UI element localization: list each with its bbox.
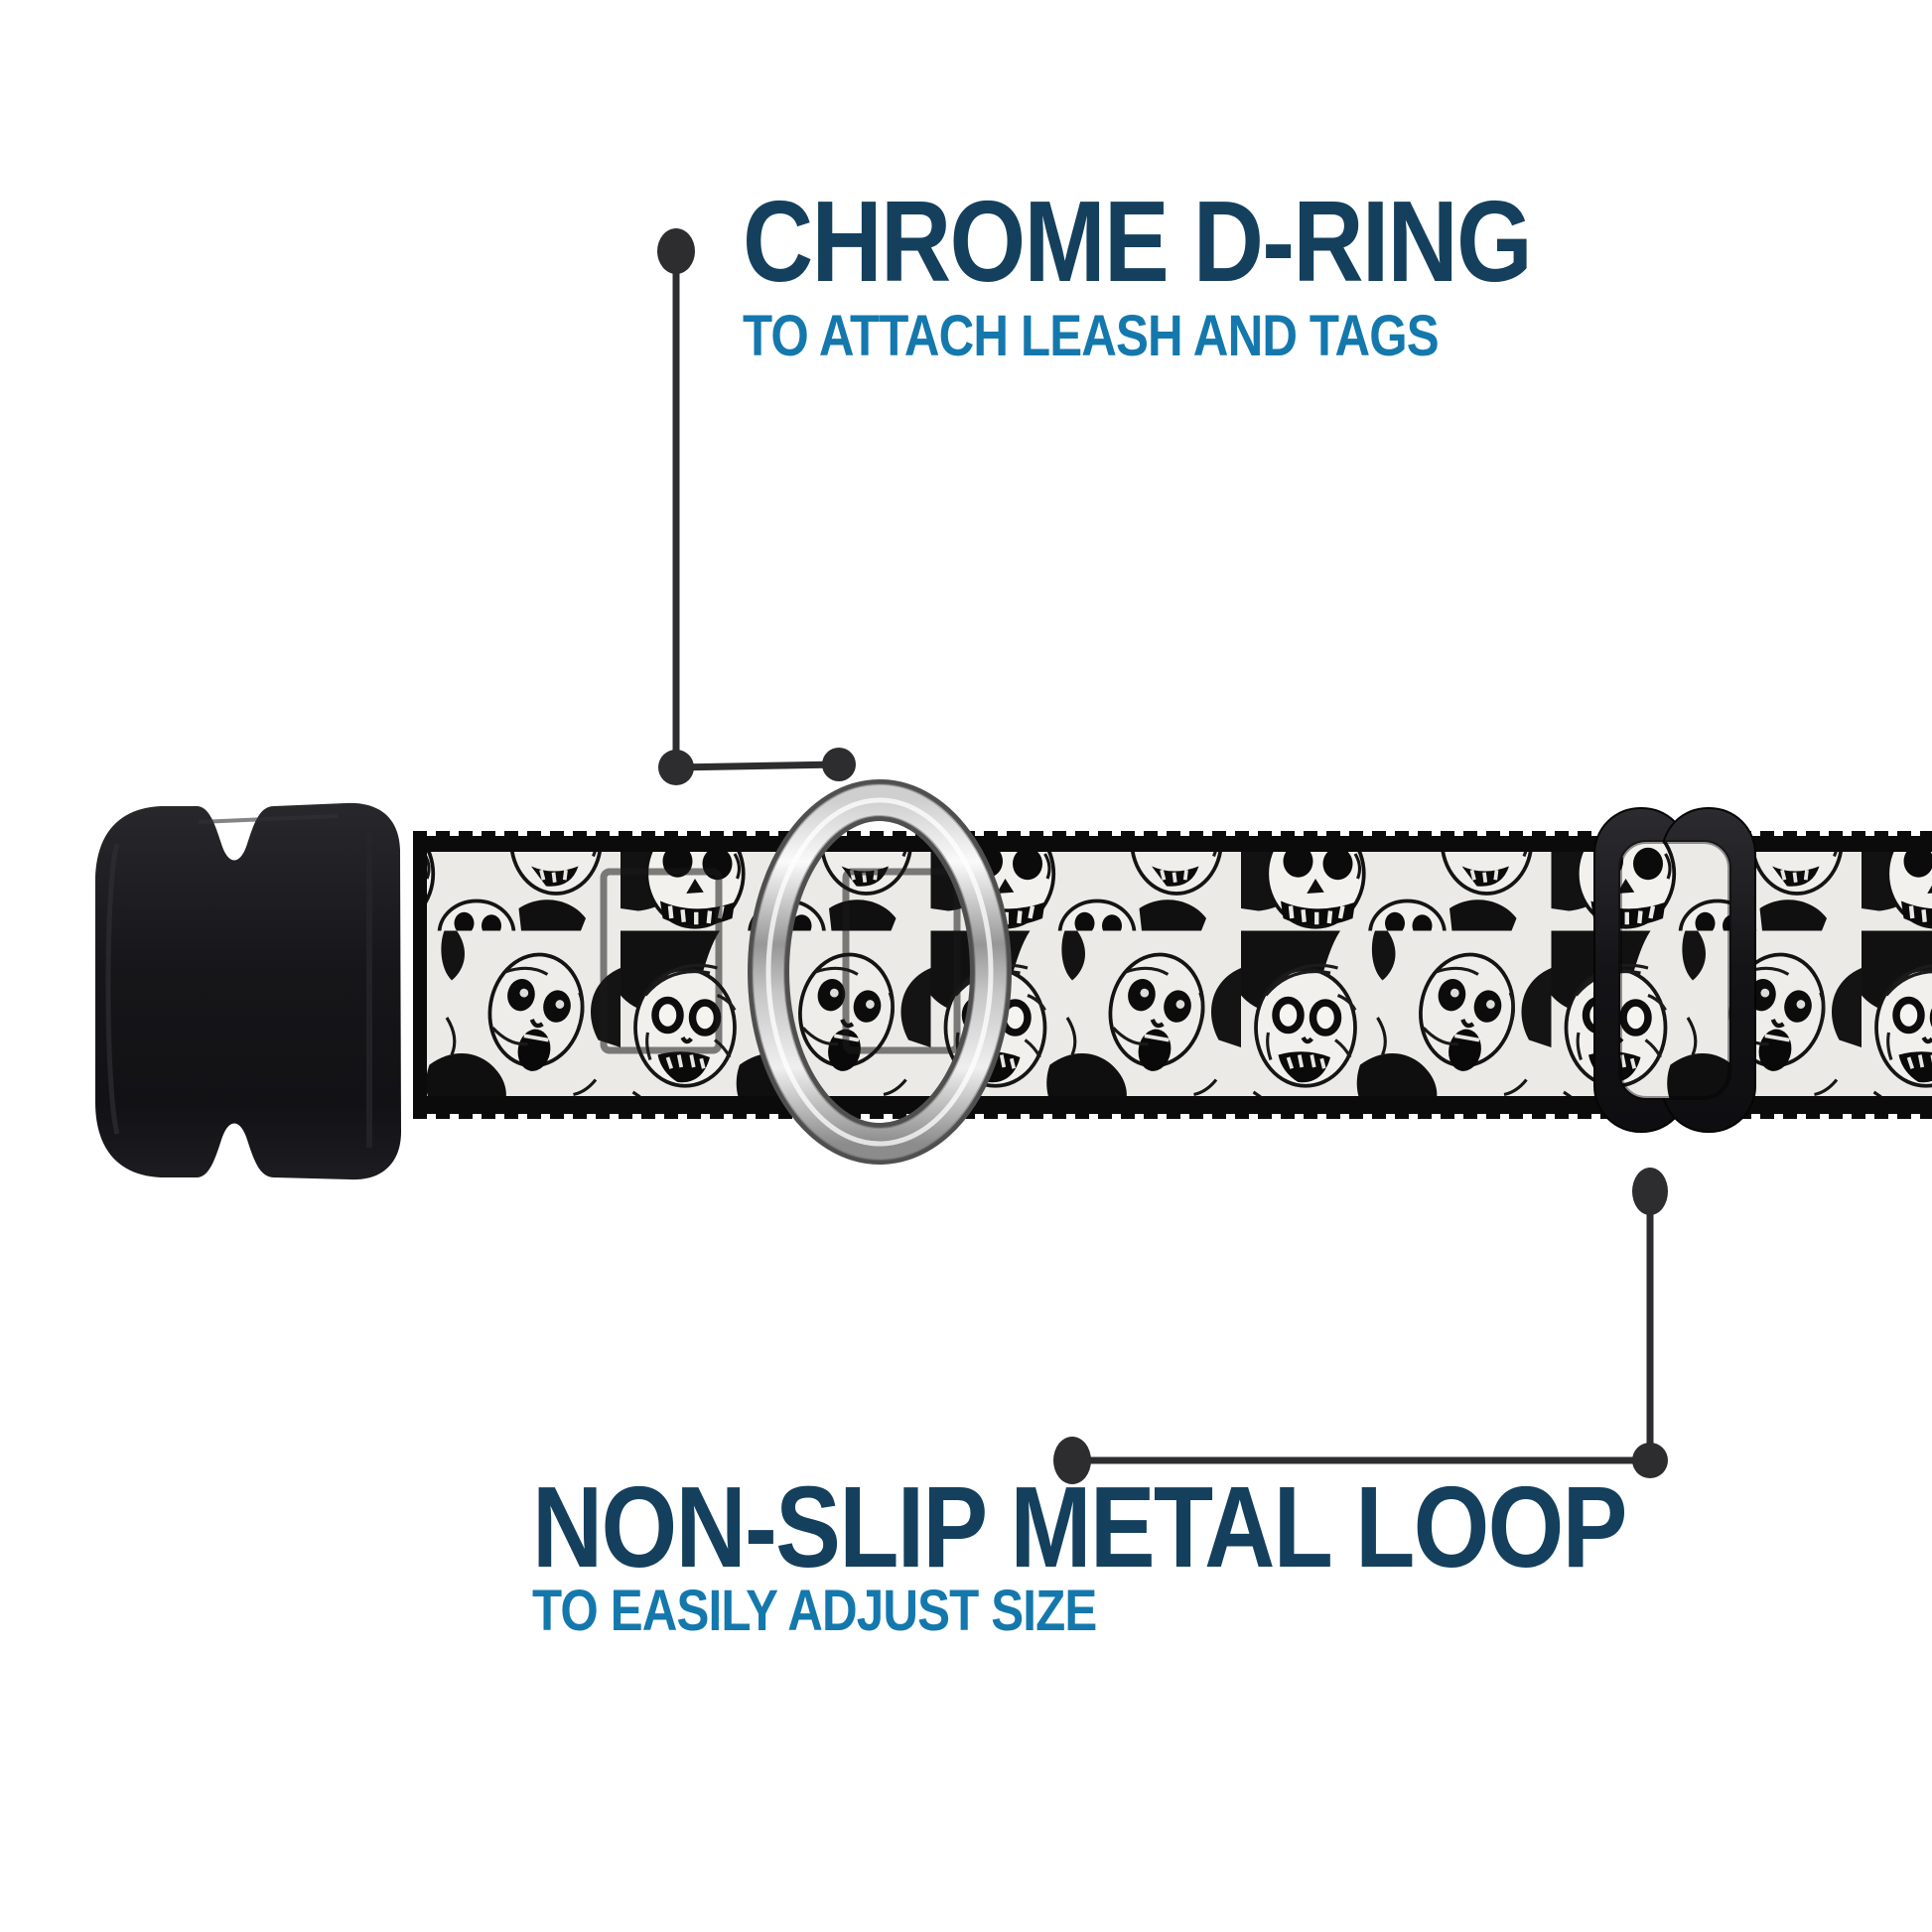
callout-subtitle-text: TO EASILY ADJUST SIZE [532, 1579, 1097, 1643]
buckle-highlight [198, 814, 339, 824]
buckle-highlight [105, 843, 120, 1135]
side-release-buckle [95, 802, 401, 1180]
callout-title-text: CHROME D-RING [743, 177, 1533, 306]
callout-subtitle-text: TO ATTACH LEASH AND TAGS [743, 304, 1440, 368]
slide-loop-window [1620, 842, 1729, 1098]
callout-dot [658, 750, 694, 785]
callout-dot [1053, 1437, 1091, 1484]
callout-title-d-ring: CHROME D-RING [743, 184, 1670, 299]
callout-title-metal-loop: NON-SLIP METAL LOOP [532, 1469, 1819, 1585]
keeper-outline-right [842, 868, 961, 1054]
callout-dot [1632, 1443, 1668, 1478]
callout-dot [822, 748, 856, 781]
callout-dot [1632, 1168, 1668, 1215]
keeper-outline-left [600, 868, 723, 1054]
callout-connector-top [657, 228, 856, 785]
metal-slide-loop [1593, 807, 1756, 1133]
callout-subtitle-d-ring: TO ATTACH LEASH AND TAGS [743, 308, 1561, 365]
chrome-d-ring [748, 779, 1012, 1165]
callout-connector-bottom [1053, 1168, 1668, 1484]
callout-subtitle-metal-loop: TO EASILY ADJUST SIZE [532, 1583, 1196, 1640]
callout-dot [657, 228, 695, 274]
callout-title-text: NON-SLIP METAL LOOP [532, 1462, 1627, 1591]
